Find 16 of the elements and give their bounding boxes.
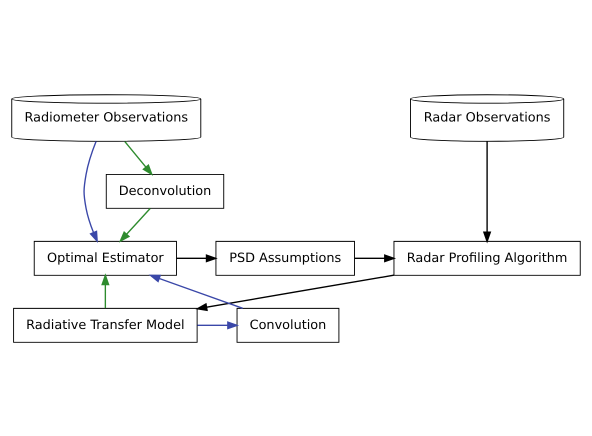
node-box: PSD Assumptions	[215, 240, 355, 276]
arrow	[482, 141, 492, 243]
arrow	[101, 272, 110, 308]
node-box: Radar Profiling Algorithm	[394, 240, 581, 276]
node-box: Convolution	[236, 307, 340, 342]
arrow	[118, 207, 151, 242]
node-box: Radiative Transfer Model	[13, 307, 198, 342]
arrow	[197, 320, 240, 330]
arrow	[354, 254, 396, 262]
arrow	[83, 140, 98, 243]
arrow	[195, 274, 394, 311]
arrow	[176, 254, 218, 262]
node-box: Deconvolution	[106, 173, 224, 208]
arrow	[148, 274, 243, 308]
arrow	[124, 140, 154, 176]
node-box: Optimal Estimator	[34, 240, 177, 276]
